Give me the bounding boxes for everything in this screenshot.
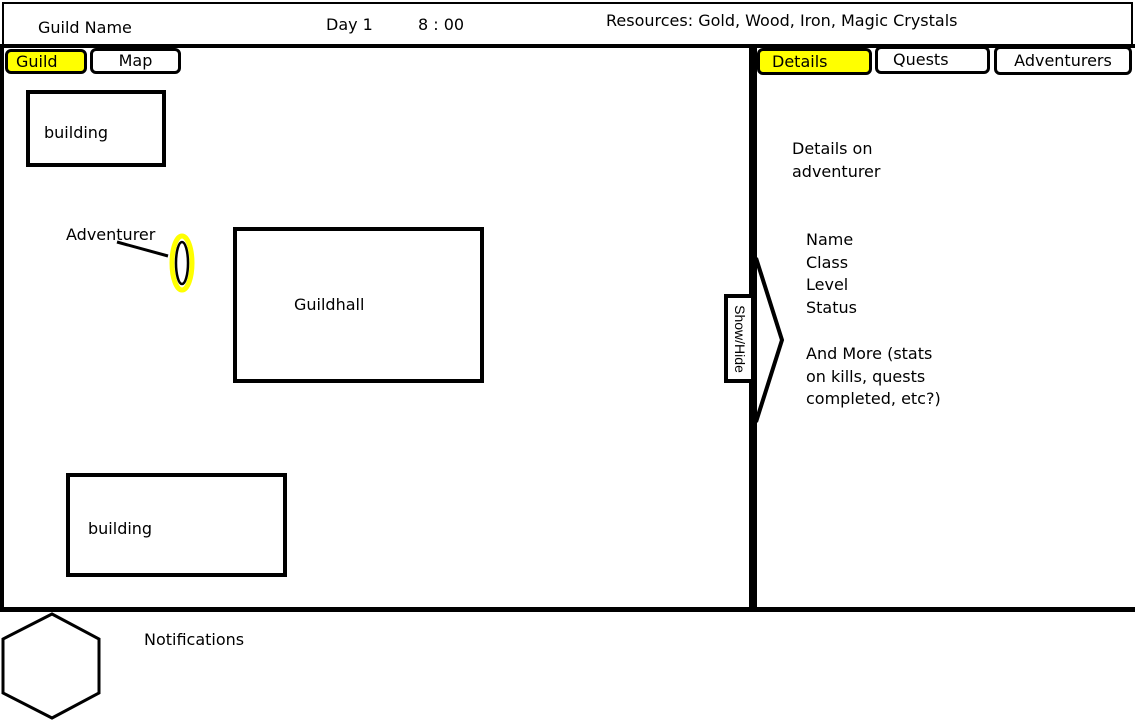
tab-adventurers-label: Adventurers xyxy=(1014,51,1112,70)
notifications-label: Notifications xyxy=(144,630,245,649)
clock: 8 : 00 xyxy=(418,15,465,34)
resources-list: Resources: Gold, Wood, Iron, Magic Cryst… xyxy=(606,11,958,30)
day-counter: Day 1 xyxy=(326,15,373,34)
tab-guild[interactable]: Guild xyxy=(5,49,87,74)
tab-guild-label: Guild xyxy=(16,52,58,71)
header-bar xyxy=(2,2,1133,46)
adventurer-label: Adventurer xyxy=(66,225,156,244)
main-frame-top xyxy=(0,44,1135,48)
field-level: Level xyxy=(806,275,849,294)
more-line-2: on kills, quests xyxy=(806,367,926,386)
details-heading-line-1: Details on xyxy=(792,139,873,158)
tab-map-label: Map xyxy=(118,51,153,70)
adventurer-pointer xyxy=(116,233,195,293)
building-bottom-label: building xyxy=(88,519,153,538)
tab-quests[interactable]: Quests xyxy=(875,46,990,74)
tab-details-label: Details xyxy=(772,52,828,71)
field-class: Class xyxy=(806,253,849,272)
show-hide-label: Show/Hide xyxy=(731,304,748,373)
tab-quests-label: Quests xyxy=(893,50,949,69)
hexagon-icon[interactable] xyxy=(0,610,106,722)
guildhall-label: Guildhall xyxy=(294,295,365,314)
main-frame-left xyxy=(0,44,4,612)
building-top[interactable]: building xyxy=(26,90,166,167)
more-line-1: And More (stats xyxy=(806,344,933,363)
field-status: Status xyxy=(806,298,857,317)
guild-name: Guild Name xyxy=(38,18,132,37)
details-panel: Details on adventurer Name Class Level S… xyxy=(757,76,1135,606)
expand-arrow-icon[interactable] xyxy=(752,252,788,428)
guildhall-building[interactable]: Guildhall xyxy=(233,227,484,383)
tab-details[interactable]: Details xyxy=(757,48,872,75)
more-line-3: completed, etc?) xyxy=(806,389,941,408)
building-bottom[interactable]: building xyxy=(66,473,287,577)
tab-adventurers[interactable]: Adventurers xyxy=(994,46,1132,75)
main-frame-bottom xyxy=(0,607,1135,612)
show-hide-toggle[interactable]: Show/Hide xyxy=(724,294,755,383)
field-name: Name xyxy=(806,230,854,249)
tab-map[interactable]: Map xyxy=(90,48,181,74)
details-heading-line-2: adventurer xyxy=(792,162,881,181)
building-top-label: building xyxy=(44,123,109,142)
